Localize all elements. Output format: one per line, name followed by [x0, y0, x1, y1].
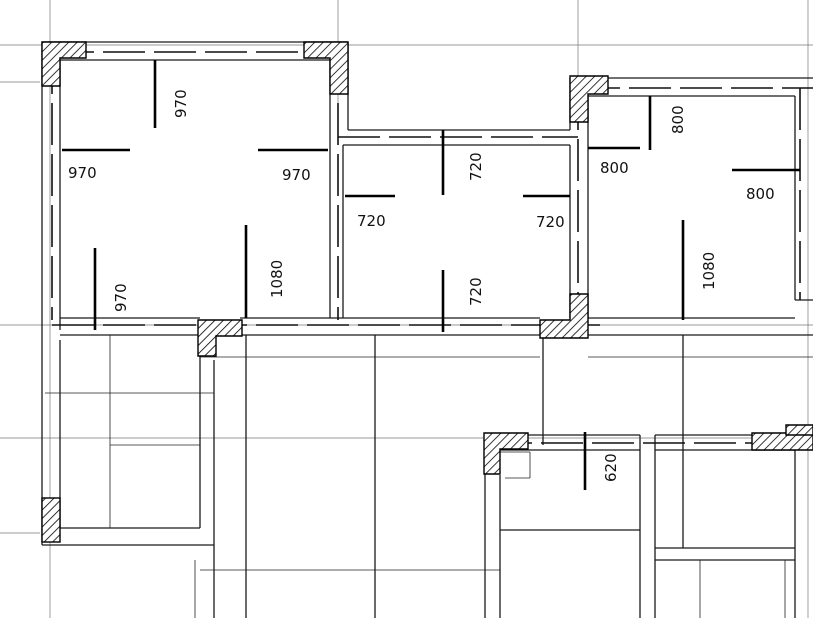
- dim-room1-right: 970: [282, 166, 311, 184]
- dim-room3-top: 800: [669, 105, 687, 134]
- dimension-labels: 970 970 970 970 1080 720 720 720 720 800…: [68, 89, 775, 482]
- beam-dashed-lines: [51, 51, 813, 444]
- dim-room3-span: 1080: [700, 252, 718, 290]
- hatched-columns: [41, 41, 813, 543]
- dim-room2-bottom: 720: [467, 277, 485, 306]
- dim-room3-right: 800: [746, 185, 775, 203]
- dim-room1-left: 970: [68, 164, 97, 182]
- dim-room2-top: 720: [467, 152, 485, 181]
- dim-stair-width: 620: [602, 453, 620, 482]
- dim-room1-span: 1080: [268, 260, 286, 298]
- dim-room2-right: 720: [536, 213, 565, 231]
- dimension-marker-bars: [62, 60, 800, 490]
- dim-room3-left: 800: [600, 159, 629, 177]
- dim-room1-top: 970: [172, 89, 190, 118]
- dim-room2-left: 720: [357, 212, 386, 230]
- dim-room1-bottom: 970: [112, 283, 130, 312]
- walls: [41, 41, 813, 618]
